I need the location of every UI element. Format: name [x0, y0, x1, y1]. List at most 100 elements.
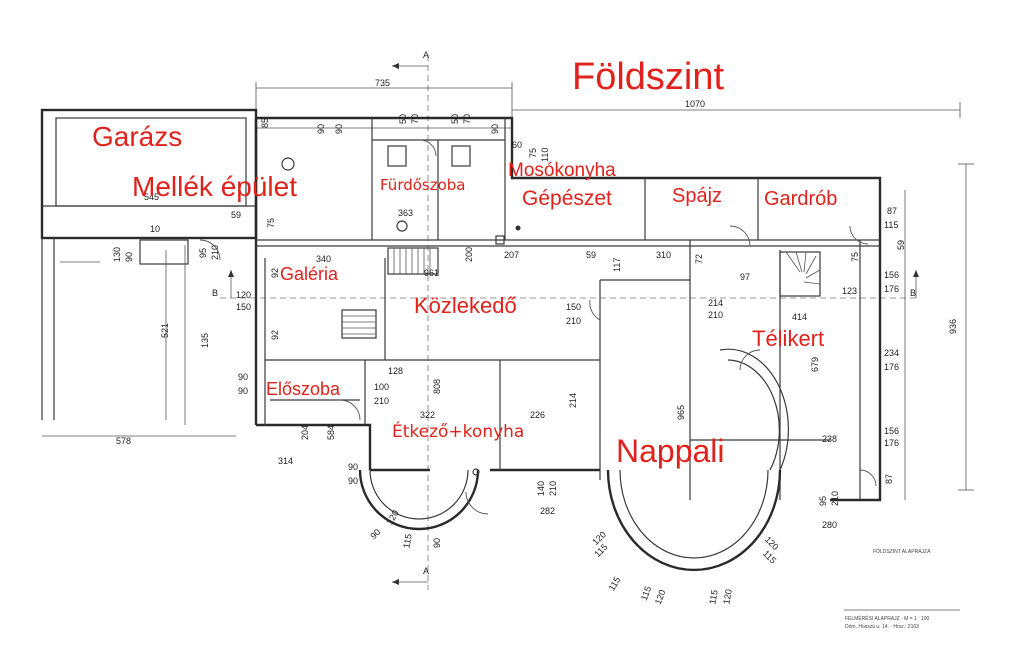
- dim-204: 204: [300, 425, 310, 440]
- dim-115c: 115: [761, 548, 778, 565]
- room-label-telikert: Télikert: [752, 326, 824, 351]
- door-swings: [199, 139, 877, 515]
- dim-10: 10: [150, 224, 160, 234]
- dim-965: 965: [676, 405, 686, 420]
- dim-90b: 90: [334, 124, 344, 134]
- dim-100: 100: [374, 382, 389, 392]
- dim-679: 679: [810, 357, 820, 372]
- dim-176c: 176: [884, 438, 899, 448]
- dim-90e: 90: [238, 372, 248, 382]
- dim-50a: 50: [398, 114, 408, 124]
- dim-70a: 70: [410, 114, 420, 124]
- dim-200: 200: [464, 247, 474, 262]
- dim-128: 128: [388, 366, 403, 376]
- dimension-labels: 735 1070 85 90 90 50 70 50 70 90 60 75 1…: [112, 78, 958, 606]
- dim-90d: 90: [124, 252, 134, 262]
- dim-115a: 115: [884, 220, 898, 230]
- dim-90f: 90: [238, 386, 248, 396]
- stamp-line-2: Döm, Hosszú u. 14. · Hrsz.: 2163: [845, 624, 919, 630]
- room-label-eloszoba: Előszoba: [266, 379, 341, 399]
- stairs: [341, 247, 821, 339]
- room-labels: Földszint Garázs Mellék épület Fürdőszob…: [92, 56, 837, 469]
- dim-961: 961: [424, 268, 439, 278]
- dim-87b: 87: [884, 474, 894, 484]
- section-line-a: A A: [392, 50, 429, 590]
- bay-windows: [358, 348, 789, 572]
- dim-90i: 90: [368, 527, 382, 541]
- dim-210b: 210: [566, 316, 581, 326]
- bathroom-fixtures: [281, 145, 521, 476]
- house-walls: [254, 116, 882, 502]
- dim-59a: 59: [231, 210, 241, 220]
- dim-210d: 210: [374, 396, 389, 406]
- room-label-spajz: Spájz: [672, 185, 722, 207]
- dim-156a: 156: [884, 270, 899, 280]
- dim-226: 226: [530, 410, 545, 420]
- section-mark-b-left: B: [212, 288, 218, 298]
- dim-120d: 120: [653, 588, 668, 606]
- dim-70b: 70: [462, 114, 472, 124]
- dim-110: 110: [540, 148, 550, 162]
- dim-115f: 115: [607, 575, 623, 592]
- dim-584: 584: [326, 425, 336, 440]
- dim-90a: 90: [316, 124, 326, 134]
- dim-87a: 87: [887, 206, 897, 216]
- dim-75c: 75: [850, 252, 860, 262]
- dim-150b: 150: [566, 302, 581, 312]
- dim-117: 117: [612, 258, 622, 272]
- top-dimension-lines: [255, 82, 961, 129]
- dim-92a: 92: [270, 268, 280, 278]
- dim-521: 521: [160, 323, 170, 338]
- dim-140: 140: [536, 481, 546, 496]
- dim-363: 363: [398, 208, 413, 218]
- dim-90h: 90: [348, 476, 358, 486]
- dim-120: 120: [236, 290, 251, 300]
- dim-90j: 90: [432, 538, 442, 548]
- dim-314: 314: [278, 456, 293, 466]
- room-label-garazs: Garázs: [92, 121, 182, 152]
- dim-210a: 210: [210, 245, 220, 260]
- dim-310: 310: [656, 250, 671, 260]
- dim-545: 545: [144, 192, 159, 202]
- dim-90g: 90: [348, 462, 358, 472]
- dim-120e: 120: [721, 588, 733, 605]
- dim-735: 735: [375, 78, 390, 88]
- dim-90c: 90: [490, 124, 500, 134]
- dim-60: 60: [512, 140, 522, 150]
- room-label-mosokonyha: Mosókonyha: [508, 160, 616, 181]
- dim-135: 135: [200, 333, 210, 348]
- room-label-nappali: Nappali: [616, 433, 725, 469]
- dim-50b: 50: [450, 114, 460, 124]
- dim-176a: 176: [884, 284, 899, 294]
- dim-156b: 156: [884, 426, 899, 436]
- section-mark-a-bottom: A: [423, 566, 429, 576]
- dim-1070: 1070: [685, 99, 705, 109]
- section-line-b: B B: [212, 270, 920, 299]
- room-label-etkezo-konyha: Étkező+konyha: [392, 420, 524, 442]
- floor-title: Földszint: [572, 56, 724, 98]
- dim-150a: 150: [236, 302, 251, 312]
- section-mark-a-top: A: [423, 50, 429, 60]
- dim-92b: 92: [270, 330, 280, 340]
- dim-115g: 115: [401, 533, 413, 549]
- room-label-gepeszet: Gépészet: [522, 187, 612, 210]
- dim-59c: 59: [896, 240, 906, 250]
- dim-936: 936: [948, 319, 958, 334]
- dim-123: 123: [842, 286, 857, 296]
- dim-210c: 210: [708, 310, 723, 320]
- dim-115d: 115: [639, 585, 653, 602]
- room-label-galeria: Galéria: [280, 264, 339, 284]
- dim-322: 322: [420, 410, 435, 420]
- dim-414: 414: [792, 312, 807, 322]
- dim-176b: 176: [884, 362, 899, 372]
- dim-282: 282: [540, 506, 555, 516]
- annex-walls: [40, 108, 258, 437]
- dim-59b: 59: [586, 250, 596, 260]
- right-dimension-lines: [904, 163, 974, 500]
- dim-95: 95: [198, 248, 208, 258]
- dim-97: 97: [740, 272, 750, 282]
- dim-207: 207: [504, 250, 519, 260]
- dim-72: 72: [694, 254, 704, 264]
- title-block: FÖLDSZINT ALAPRAJZA FELMÉRÉSI ALAPRAJZ ·…: [844, 548, 960, 630]
